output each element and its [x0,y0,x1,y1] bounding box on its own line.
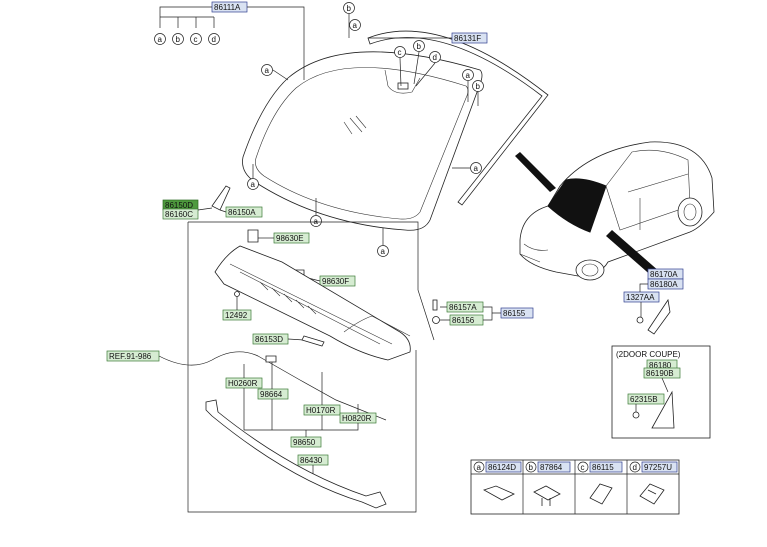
circle-letter: a [474,164,479,173]
label-86150D: 86150D [165,201,193,210]
circle-letter: b [176,35,181,44]
callout-86155: 86157A 86156 86155 [432,299,534,326]
legend-cell-b: b 87864 [525,461,571,506]
bracket-part-icon [533,485,561,506]
legend-code: 87864 [540,463,563,472]
label-H0260R: H0260R [228,379,258,388]
legend-code: 97257U [644,463,672,472]
label-86180A: 86180A [650,280,678,289]
circle-letter: a [265,66,270,75]
label-H0820R: H0820R [342,414,372,423]
circle-letter: a [466,71,471,80]
label-86170A: 86170A [650,270,678,279]
callout-12492: 12492 [222,291,252,321]
label-86157A: 86157A [449,303,477,312]
callout-86430: 86430 [205,399,387,509]
label-98630E: 98630E [276,234,304,243]
callout-86170A: 86170A 86180A 1327AA [623,268,684,335]
circle-letter: b [476,82,481,91]
callout-86150D: 86150D 86160C 86150A [162,185,263,220]
legend-cell-d: d 97257U [629,461,678,505]
legend-letter: b [529,463,534,472]
callout-86131F: 86131F [368,32,488,44]
circle-letter: a [314,217,319,226]
label-86111A: 86111A [214,3,241,12]
cowl-panel [214,245,411,361]
legend-code: 86124D [488,463,516,472]
label-12492: 12492 [225,311,248,320]
label-86150A: 86150A [228,208,256,217]
label-86180: 86180 [649,361,672,370]
circle-letter: d [433,53,437,62]
pad-part-icon [589,483,613,505]
windshield-glass [242,51,483,231]
washer-hoses: H0260R 98664 H0170R H0820R 98650 [225,355,377,448]
label-86155: 86155 [503,309,526,318]
coupe-inset: (2DOOR COUPE) 86180 86190B 62315B [611,345,711,439]
cowl-frame [187,221,435,513]
windshield-callouts: b a a c b d a b a a a a [247,2,484,257]
label-1327AA: 1327AA [626,293,655,302]
callout-ref: REF.91-986 [106,350,387,421]
label-H0170R: H0170R [306,406,336,415]
circle-letter: d [212,35,216,44]
label-86153D: 86153D [255,335,283,344]
clip-part-icon [483,485,515,501]
legend-letter: c [581,463,585,472]
circle-letter: b [417,42,422,51]
legend-code: 86115 [592,463,614,472]
circle-letter: a [251,180,256,189]
label-98630F: 98630F [322,277,349,286]
callout-86153D: 86153D [252,333,325,347]
callout-86111A: 86111A a b c d [154,1,305,80]
legend-cell-c: c 86115 [577,461,623,505]
label-98650: 98650 [293,438,316,447]
legend-letter: a [477,463,482,472]
label-98664: 98664 [260,390,283,399]
label-62315B: 62315B [630,395,658,404]
label-ref: REF.91-986 [109,352,152,361]
label-86131F: 86131F [454,34,481,43]
coupe-title: (2DOOR COUPE) [616,350,681,359]
label-86430: 86430 [300,456,323,465]
circle-letter: c [194,35,198,44]
label-86160C: 86160C [165,210,193,219]
circle-letter: b [347,4,352,13]
legend-table: a 86124D b 87864 c 86115 d 97257U [470,459,680,515]
legend-letter: d [633,463,637,472]
legend-cell-a: a 86124D [473,461,522,501]
circle-letter: a [353,21,358,30]
circle-letter: a [381,247,386,256]
label-86156: 86156 [452,316,475,325]
circle-letter: c [398,48,402,57]
mount-part-icon [639,483,665,505]
circle-letter: a [158,35,163,44]
label-86190B: 86190B [646,369,674,378]
car-illustration [515,141,715,281]
